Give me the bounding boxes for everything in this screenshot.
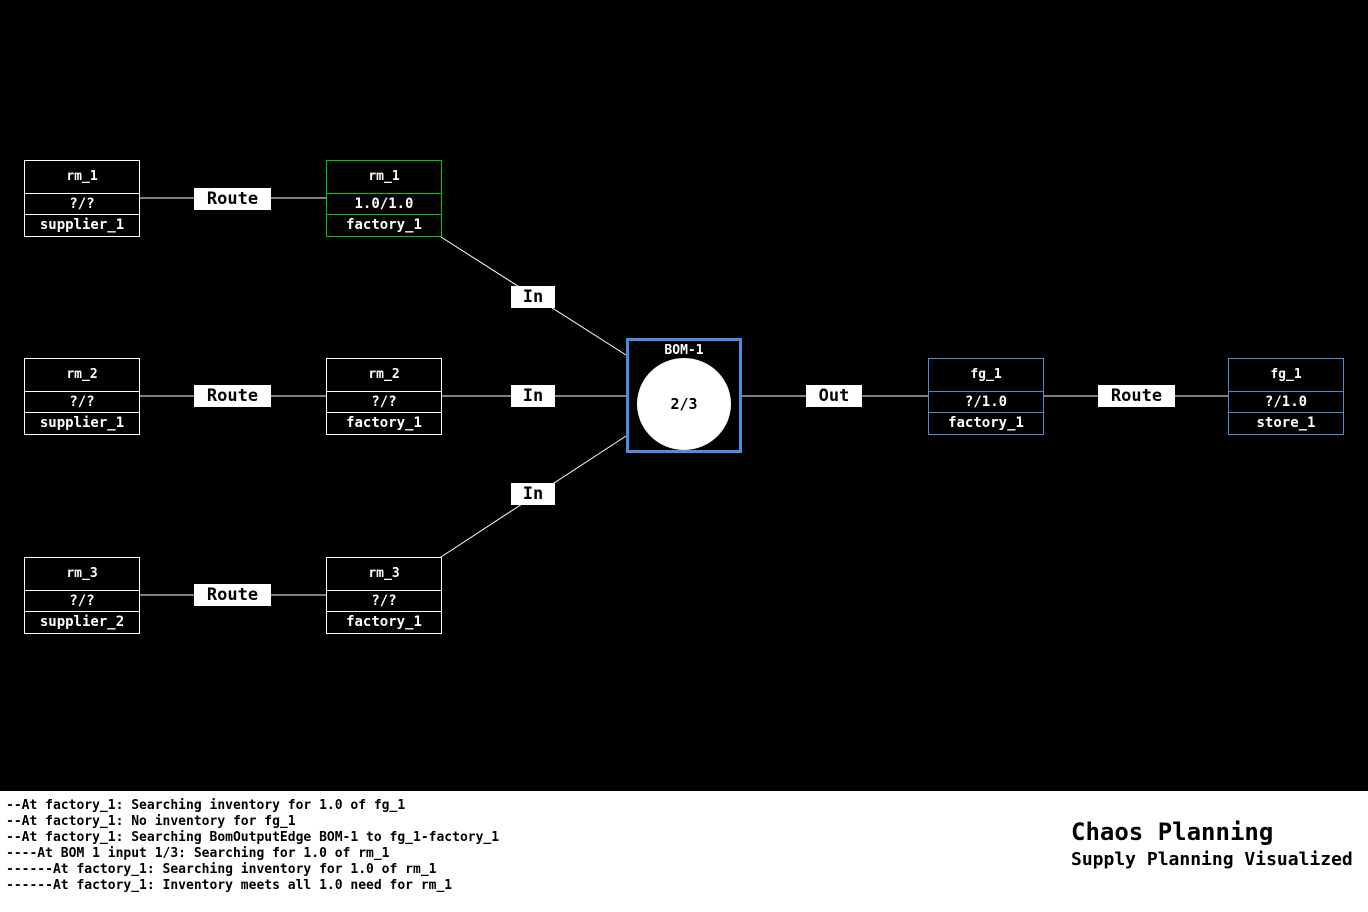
- node-location: store_1: [1256, 415, 1316, 431]
- log-line: --At factory_1: No inventory for fg_1: [6, 814, 296, 829]
- in-label-rm3: In: [511, 483, 555, 505]
- route-label-rm1: Route: [194, 188, 271, 210]
- node-title: rm_2: [25, 359, 139, 392]
- node-location: supplier_2: [39, 614, 125, 630]
- branding: Chaos Planning Supply Planning Visualize…: [1071, 818, 1353, 871]
- app-subtitle: Supply Planning Visualized: [1071, 849, 1353, 870]
- bom-progress-circle: 2/3: [637, 358, 731, 450]
- footer-panel: --At factory_1: Searching inventory for …: [0, 791, 1368, 912]
- node-title: fg_1: [1229, 359, 1343, 392]
- node-inventory: 1.0/1.0: [327, 194, 441, 215]
- log-line: --At factory_1: Searching BomOutputEdge …: [6, 830, 500, 845]
- node-inventory: ?/1.0: [929, 392, 1043, 413]
- node-inventory: ?/?: [25, 591, 139, 612]
- node-location: factory_1: [346, 217, 422, 233]
- log-line: ----At BOM 1 input 1/3: Searching for 1.…: [6, 846, 390, 861]
- bom-title: BOM-1: [664, 343, 704, 358]
- out-label-bom: Out: [806, 385, 862, 407]
- node-inventory: ?/?: [25, 392, 139, 413]
- node-fg1-store1: fg_1 ?/1.0 store_1: [1228, 358, 1344, 435]
- route-label-rm2: Route: [194, 385, 271, 407]
- node-title: fg_1: [929, 359, 1043, 392]
- node-location: factory_1: [346, 415, 422, 431]
- node-location: supplier_1: [39, 217, 125, 233]
- node-rm1-factory1: rm_1 1.0/1.0 factory_1: [326, 160, 442, 237]
- node-rm2-supplier1: rm_2 ?/? supplier_1: [24, 358, 140, 435]
- in-label-rm1: In: [511, 286, 555, 308]
- bom-progress-value: 2/3: [670, 395, 698, 413]
- node-rm3-supplier2: rm_3 ?/? supplier_2: [24, 557, 140, 634]
- node-location: factory_1: [346, 614, 422, 630]
- node-title: rm_3: [327, 558, 441, 591]
- log-line: ------At factory_1: Searching inventory …: [6, 862, 437, 877]
- node-rm2-factory1: rm_2 ?/? factory_1: [326, 358, 442, 435]
- in-label-rm2: In: [511, 385, 555, 407]
- node-rm1-supplier1: rm_1 ?/? supplier_1: [24, 160, 140, 237]
- log-line: --At factory_1: Searching inventory for …: [6, 798, 406, 813]
- node-fg1-factory1: fg_1 ?/1.0 factory_1: [928, 358, 1044, 435]
- node-rm3-factory1: rm_3 ?/? factory_1: [326, 557, 442, 634]
- node-inventory: ?/?: [25, 194, 139, 215]
- node-title: rm_2: [327, 359, 441, 392]
- node-inventory: ?/?: [327, 392, 441, 413]
- node-title: rm_3: [25, 558, 139, 591]
- supply-graph-canvas: rm_1 ?/? supplier_1 rm_1 1.0/1.0 factory…: [24, 160, 1344, 634]
- node-location: factory_1: [948, 415, 1024, 431]
- route-label-fg1: Route: [1098, 385, 1175, 407]
- node-title: rm_1: [25, 161, 139, 194]
- route-label-rm3: Route: [194, 584, 271, 606]
- node-bom-1: BOM-1 2/3: [626, 338, 742, 453]
- node-inventory: ?/1.0: [1229, 392, 1343, 413]
- log-line: ------At factory_1: Inventory meets all …: [6, 878, 453, 893]
- node-inventory: ?/?: [327, 591, 441, 612]
- node-location: supplier_1: [39, 415, 125, 431]
- app-title: Chaos Planning: [1071, 818, 1274, 846]
- search-log: --At factory_1: Searching inventory for …: [6, 798, 499, 894]
- node-title: rm_1: [327, 161, 441, 194]
